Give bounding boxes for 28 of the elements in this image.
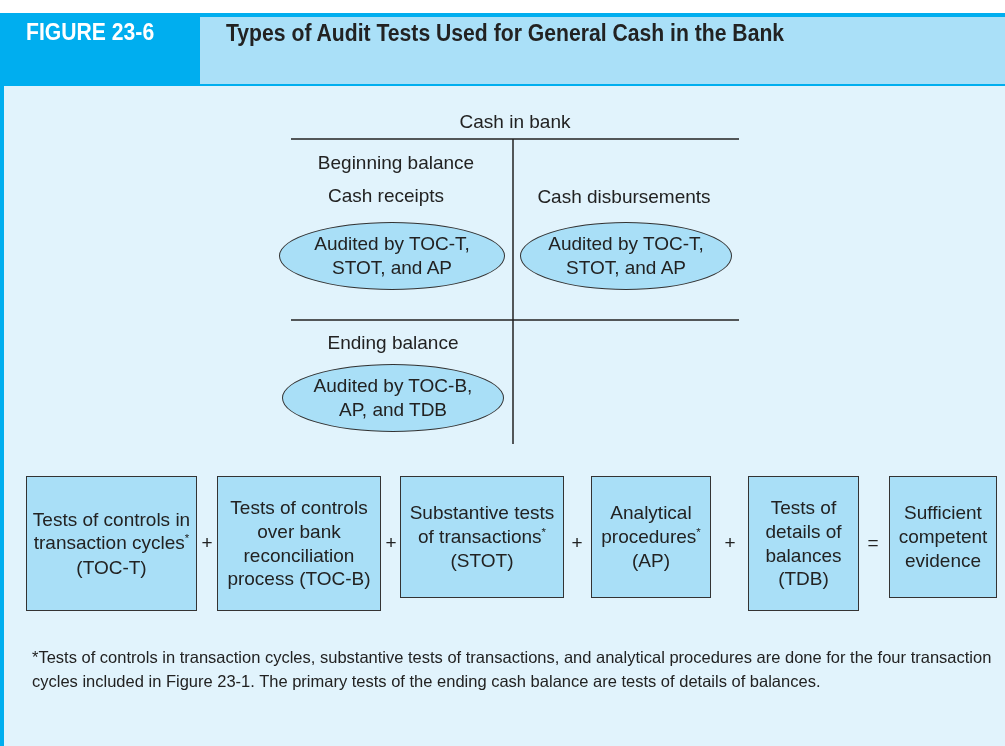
account-title: Cash in bank — [459, 111, 571, 133]
process-box — [889, 476, 997, 598]
account-entry: Cash receipts — [327, 185, 445, 207]
operator: = — [867, 532, 879, 554]
operator: + — [724, 532, 736, 554]
process-box — [591, 476, 711, 598]
node-text: Audited by TOC-B, AP, and TDB — [312, 374, 474, 422]
process-box — [400, 476, 564, 598]
node-text: Audited by TOC-T, STOT, and AP — [547, 232, 705, 280]
operator: + — [385, 532, 397, 554]
process-box — [748, 476, 859, 611]
figure-number: FIGURE 23-6 — [26, 19, 155, 46]
account-entry: Ending balance — [327, 332, 459, 354]
process-box — [26, 476, 197, 611]
node-text: Tests of controls over bank reconciliation process (TOC-B) — [226, 496, 372, 591]
figure-title: Types of Audit Tests Used for General Cash in the Bank — [226, 20, 785, 47]
node-text: Substantive tests of transactions$^{*}$ (STOT) — [408, 501, 556, 573]
operator: + — [571, 532, 583, 554]
operator: + — [201, 532, 213, 554]
node-text: Analytical procedures$^{*}$ (AP) — [600, 501, 702, 573]
node-text: Audited by TOC-T, STOT, and AP — [313, 232, 471, 280]
node-text: Tests of details of balances (TDB) — [764, 496, 843, 591]
process-box — [217, 476, 381, 611]
footnote: *Tests of controls in transaction cycles, substantive tests of transactions, and analytical procedures are done for the four transaction cycles included in Figure 23-1. The primary tests of the ending cash balance are tests of details of balances. — [32, 647, 993, 692]
account-entry: Cash disbursements — [537, 186, 711, 208]
node-text: Tests of controls in transaction cycles$^{*}$ (TOC-T) — [31, 507, 192, 580]
node-text: Sufficient competent evidence — [897, 501, 989, 573]
account-entry: Beginning balance — [317, 152, 475, 174]
